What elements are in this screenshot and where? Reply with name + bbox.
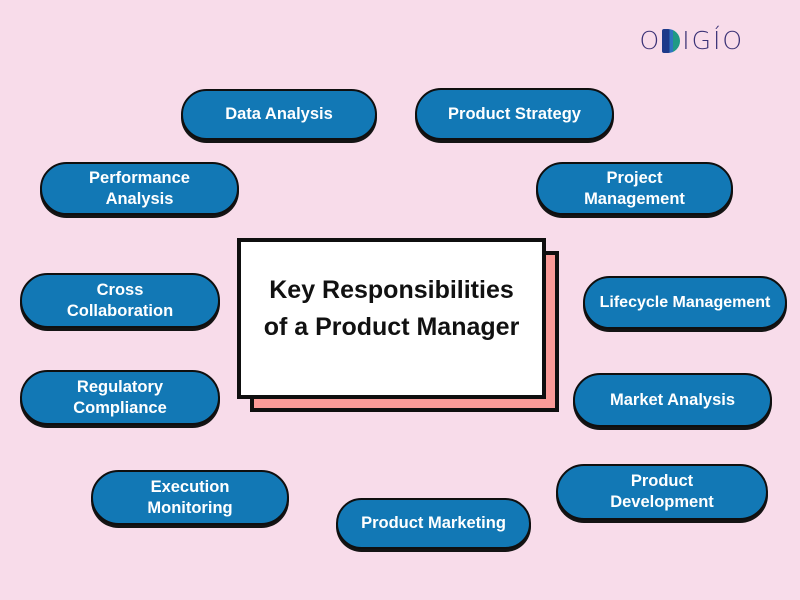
bubble-label: Lifecycle Management	[599, 294, 771, 311]
logo-letters-igio: IGÍO	[682, 26, 744, 55]
logo-letter-d-mark: D	[662, 28, 681, 53]
title-line-1: Key Responsibilities	[269, 276, 514, 304]
bubble-label: Product Development	[610, 472, 714, 511]
bubble-project-management: Project Management	[536, 162, 733, 215]
bubble-label: Project Management	[584, 168, 685, 208]
center-card: Key Responsibilities of a Product Manage…	[237, 238, 546, 399]
bubble-lifecycle-management: Lifecycle Management	[583, 276, 787, 329]
bubble-label: Data Analysis	[225, 105, 333, 123]
logo-letter-o: O	[639, 26, 662, 55]
bubble-label: Cross Collaboration	[66, 280, 174, 320]
bubble-execution-monitoring: Execution Monitoring	[91, 470, 289, 525]
bubble-cross-collaboration: Cross Collaboration	[20, 273, 220, 328]
bubble-regulatory-compliance: Regulatory Compliance	[20, 370, 220, 425]
bubble-product-strategy: Product Strategy	[415, 88, 614, 140]
title-line-2: of a Product Manager	[263, 313, 520, 341]
bubble-product-development: Product Development	[556, 464, 768, 520]
bubble-product-marketing: Product Marketing	[336, 498, 531, 549]
bubble-label: Regulatory Compliance	[73, 377, 167, 417]
bubble-label: Execution Monitoring	[147, 477, 233, 517]
bubble-label: Product Strategy	[448, 104, 581, 123]
bubble-data-analysis: Data Analysis	[181, 89, 377, 140]
bubble-label: Market Analysis	[609, 390, 736, 409]
bubble-label: Product Marketing	[361, 514, 506, 532]
diagram-title: Key Responsibilities of a Product Manage…	[241, 272, 542, 346]
bubble-market-analysis: Market Analysis	[573, 373, 772, 427]
bubble-label: Performance Analysis	[89, 168, 190, 208]
bubble-performance-analysis: Performance Analysis	[40, 162, 239, 215]
odigio-logo: ODIGÍO	[640, 26, 744, 55]
